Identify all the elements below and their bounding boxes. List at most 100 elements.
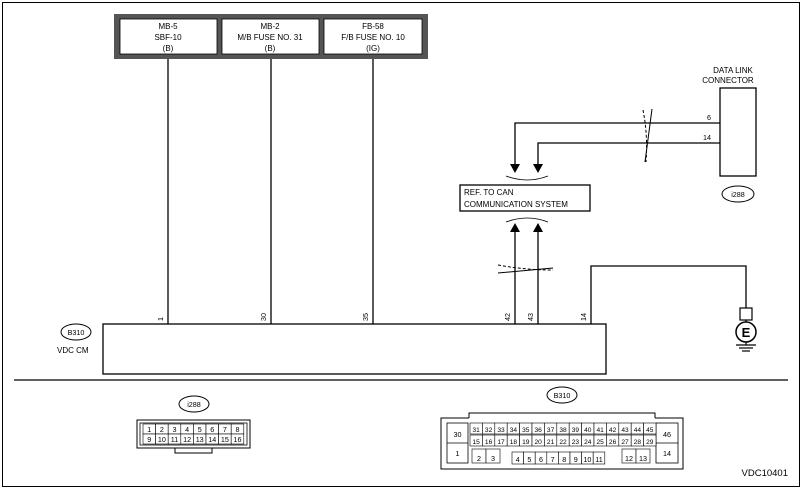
pin-number: 24	[584, 439, 592, 446]
twisted-pair-icon	[497, 267, 554, 274]
can-wires-upper	[514, 122, 720, 166]
b310-left-top: 30	[454, 430, 462, 439]
pin-number: 25	[597, 439, 605, 446]
pin-number: 2	[160, 425, 164, 434]
pin-number: 5	[198, 425, 202, 434]
pin-number: 42	[609, 427, 617, 434]
arrow-up-icon	[510, 223, 520, 232]
pin-cell	[485, 448, 501, 464]
fuse-1-line1: MB-5	[158, 22, 178, 31]
pin-number: 7	[223, 425, 227, 434]
fuse-2-line2: M/B FUSE NO. 31	[237, 33, 303, 42]
cm-body	[102, 323, 607, 375]
pin-number: 16	[485, 439, 493, 446]
pin-number: 26	[609, 439, 617, 446]
cm-pin-14: 14	[579, 313, 588, 321]
cm-connector-tag	[60, 323, 92, 341]
b310-left-bottom: 1	[456, 449, 460, 458]
b310-right-bottom: 14	[663, 449, 671, 458]
fuse-3-line2: F/B FUSE NO. 10	[341, 33, 405, 42]
fuse-2-line3: (B)	[265, 44, 276, 53]
dlc-title-line1: DATA LINK	[713, 66, 753, 75]
pin-number: 28	[634, 439, 642, 446]
fuse-2-line1: MB-2	[260, 22, 280, 31]
cm-pin-35: 35	[361, 313, 370, 321]
pin-number: 2	[477, 454, 481, 463]
fuse-1-line3: (B)	[163, 44, 174, 53]
pin-number: 8	[236, 425, 240, 434]
pin-number: 6	[210, 425, 214, 434]
can-ref-line1: REF. TO CAN	[464, 188, 514, 197]
pin-number: 8	[562, 455, 566, 464]
cm-pin-42: 42	[503, 313, 512, 321]
pin-cell	[592, 451, 606, 465]
can-reference-box: REF. TO CAN COMMUNICATION SYSTEM	[459, 184, 591, 212]
twisted-pair-icon	[644, 108, 653, 163]
vdc-control-module: B310 VDC CM 1 30 35 42 43 14	[57, 313, 607, 375]
twisted-pair-icon	[497, 264, 554, 271]
pin-number: 17	[497, 439, 505, 446]
pin-number: 27	[621, 439, 629, 446]
pin-number: 35	[522, 427, 530, 434]
arrow-up-icon	[533, 223, 543, 232]
pin-number: 19	[522, 439, 530, 446]
pin-number: 16	[234, 435, 242, 444]
pin-number: 12	[183, 435, 191, 444]
pin-number: 21	[547, 439, 555, 446]
fuse-1-line2: SBF-10	[154, 33, 182, 42]
pin-number: 13	[196, 435, 204, 444]
pin-cell	[635, 448, 651, 464]
b310-view-id: B310	[554, 391, 571, 400]
pin-number: 38	[559, 427, 567, 434]
cm-pin-1: 1	[156, 317, 165, 321]
cm-name: VDC CM	[57, 346, 89, 355]
pin-number: 41	[597, 427, 605, 434]
pin-number: 4	[185, 425, 189, 434]
pin-number: 1	[147, 425, 151, 434]
can-ref-line2: COMMUNICATION SYSTEM	[464, 200, 568, 209]
ground-symbol: E	[735, 307, 757, 352]
cm-connector-id: B310	[68, 328, 85, 337]
pin-number: 18	[510, 439, 518, 446]
power-wires	[167, 59, 374, 324]
pin-number: 15	[473, 439, 481, 446]
diagram-code: VDC10401	[742, 468, 788, 479]
can-wires-lower	[514, 230, 539, 324]
fuse-box-3	[323, 18, 423, 55]
dlc-connector-id: i288	[731, 190, 745, 199]
pin-number: 23	[572, 439, 580, 446]
pin-number: 33	[497, 427, 505, 434]
can-wire-pin-14	[537, 142, 720, 166]
pin-cell	[230, 433, 245, 445]
pin-number: 20	[535, 439, 543, 446]
fuse-box-1	[119, 18, 218, 55]
pin-number: 22	[559, 439, 567, 446]
pin-number: 39	[572, 427, 580, 434]
pin-number: 12	[625, 454, 633, 463]
pin-number: 7	[551, 455, 555, 464]
cm-pin-43: 43	[526, 313, 535, 321]
pin-number: 3	[491, 454, 495, 463]
pin-number: 4	[516, 455, 520, 464]
shield-arc-icon	[505, 217, 549, 223]
pin-cell	[643, 422, 657, 435]
fuse-block: MB-5 SBF-10 (B) MB-2 M/B FUSE NO. 31 (B)…	[114, 14, 428, 59]
pin-number: 10	[158, 435, 166, 444]
pin-number: 15	[221, 435, 229, 444]
pin-number: 40	[584, 427, 592, 434]
pin-number: 34	[510, 427, 518, 434]
data-link-connector: DATA LINK CONNECTOR 6 14 i288	[702, 66, 757, 203]
pin-number: 32	[485, 427, 493, 434]
b310-right-top: 46	[663, 430, 671, 439]
twisted-pair-icon	[642, 109, 648, 163]
dlc-connector-tag	[721, 185, 755, 203]
dlc-pin-6: 6	[707, 113, 711, 122]
pin-number: 3	[173, 425, 177, 434]
